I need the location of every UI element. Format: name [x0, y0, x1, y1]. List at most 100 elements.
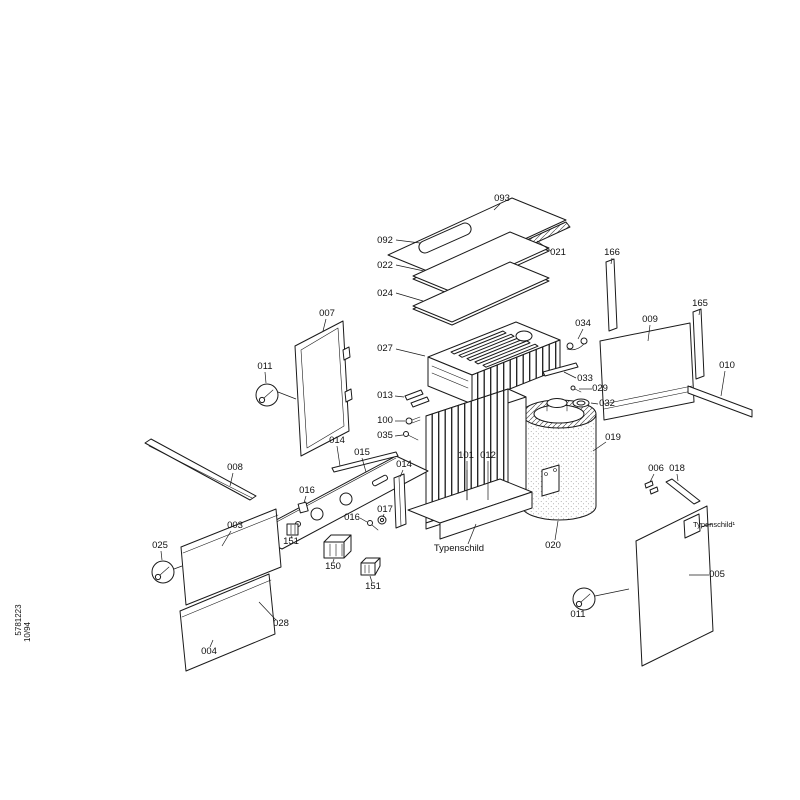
- strip-165: [692, 308, 705, 380]
- part-033: [542, 362, 579, 377]
- screw-shaft: [580, 593, 591, 603]
- part-label-006: 006: [648, 463, 664, 474]
- leader-024: [395, 292, 424, 302]
- typenschild-plate: [683, 513, 701, 539]
- leader-032: [590, 402, 599, 405]
- leader-151-mid: [369, 575, 373, 583]
- panel-003: [180, 508, 282, 606]
- leader-093: [493, 203, 501, 211]
- leader-008: [229, 472, 234, 487]
- part-150-lines: [329, 543, 343, 557]
- part-label-151-mid: 151: [365, 581, 381, 592]
- part-label-typenschild-panel-label: Typenschild¹: [693, 520, 736, 529]
- panel-015-hole: [339, 492, 353, 506]
- leader-004: [209, 639, 214, 648]
- leader-033: [563, 371, 577, 379]
- part-032-ring-inner: [576, 400, 586, 406]
- right-side-panels: [599, 258, 753, 421]
- panel-004-fold: [181, 579, 272, 618]
- leader-011-left: [264, 371, 267, 384]
- panel-015-slot: [371, 474, 389, 487]
- plate-024: [412, 261, 550, 323]
- panel-007-outer: [294, 320, 350, 457]
- tray-front-skirt: [439, 491, 533, 540]
- leader-020: [554, 520, 559, 541]
- plate-screw: [544, 472, 548, 476]
- panel-009: [599, 322, 695, 421]
- flue-collar-sides: [546, 402, 568, 412]
- panel-015-flange: [255, 457, 397, 534]
- base-strip: [144, 438, 257, 501]
- part-label-101: 101: [458, 450, 474, 461]
- balloon-arrow: [594, 588, 630, 597]
- leader-006: [649, 473, 655, 483]
- panel-003-fold: [182, 514, 279, 554]
- leader-092: [395, 239, 421, 244]
- leader-151-left: [290, 535, 293, 539]
- part-151-block: [286, 523, 299, 536]
- burner-assembly: [427, 321, 561, 405]
- part-label-005: 005: [709, 569, 725, 580]
- part-150-front: [323, 541, 345, 559]
- screw-detail-balloons: [151, 383, 630, 611]
- boiler-cylinder: [521, 398, 597, 521]
- part-label-013: 013: [377, 390, 393, 401]
- leader-166: [610, 257, 613, 265]
- leader-003: [221, 530, 232, 547]
- part-label-150: 150: [325, 561, 341, 572]
- part-006-bracket: [649, 486, 659, 495]
- door-panel: [635, 505, 714, 667]
- part-label-010: 010: [719, 360, 735, 371]
- strip-008: [144, 438, 257, 501]
- cover-plate-slot-092: [418, 222, 472, 254]
- part-013-plate: [404, 389, 424, 401]
- leader-typenschild-panel-label: [700, 523, 713, 528]
- part-label-025: 025: [152, 540, 168, 551]
- leader-027: [395, 348, 426, 357]
- callout-layer: 0930920210220240271661650090100070340110…: [152, 193, 735, 657]
- part-016-screw: [367, 520, 373, 526]
- leader-022: [395, 264, 425, 272]
- part-label-100: 100: [377, 415, 393, 426]
- part-151b-front: [360, 562, 376, 576]
- part-label-027: 027: [377, 343, 393, 354]
- lower-front-panels: [179, 508, 282, 672]
- burner-top-opening: [515, 330, 533, 342]
- part-label-035: 035: [377, 430, 393, 441]
- burner-slot: [450, 330, 507, 355]
- part-label-012: 012: [480, 450, 496, 461]
- part-006-bracket: [644, 480, 654, 489]
- part-label-020: 020: [545, 540, 561, 551]
- leader-007: [322, 318, 327, 332]
- left-side-panel: [294, 320, 353, 457]
- screw-head: [154, 573, 162, 581]
- part-151b-lines: [364, 564, 370, 574]
- leader-035: [394, 434, 404, 437]
- part-018-strip: [665, 478, 701, 505]
- leader-021: [536, 240, 552, 252]
- strip-166: [605, 258, 618, 332]
- strip-010: [687, 385, 753, 418]
- burner-front-lines: [431, 365, 469, 389]
- part-label-016-left: 016: [299, 485, 315, 496]
- part-label-011-left: 011: [257, 361, 272, 372]
- leader-010: [720, 370, 726, 397]
- part-151-lines: [290, 524, 296, 535]
- part-label-022: 022: [377, 260, 393, 271]
- leader-014-top: [336, 445, 341, 467]
- part-label-019: 019: [605, 432, 621, 443]
- plate-screw: [553, 468, 557, 472]
- part-label-151-left: 151: [283, 536, 299, 547]
- cover-plate-093: [387, 197, 567, 278]
- doc-date-side: 10/94: [23, 621, 32, 642]
- panel-005: [635, 505, 714, 667]
- leader-014-right: [399, 469, 404, 478]
- leader-025: [160, 550, 163, 561]
- panel-007-tab1: [342, 346, 351, 361]
- part-035-screw-shaft: [407, 434, 419, 441]
- strip-008-foldline: [148, 445, 253, 499]
- screw-shaft: [263, 389, 274, 399]
- part-label-028: 028: [273, 618, 289, 629]
- part-034-bracket: [566, 343, 585, 351]
